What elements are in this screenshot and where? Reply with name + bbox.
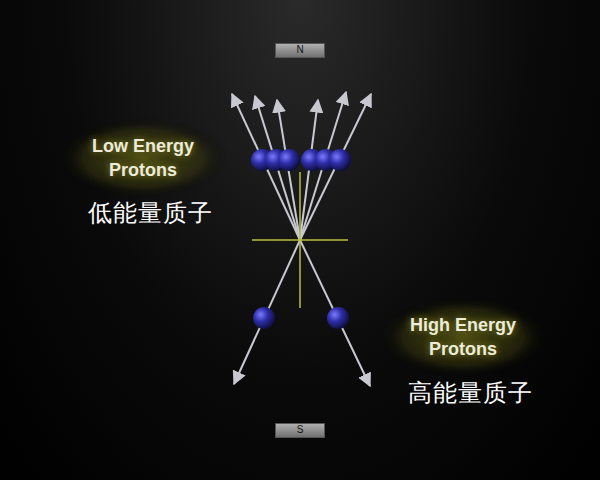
label-glow xyxy=(378,297,548,377)
axes xyxy=(252,172,348,308)
pole-marker: S xyxy=(275,423,325,438)
pole-letter: N xyxy=(296,45,303,55)
chinese-label: 低能量质子 xyxy=(88,197,213,229)
label-glow xyxy=(58,118,228,198)
energy-label: Low Energy Protons xyxy=(73,134,213,183)
spin-vectors xyxy=(232,92,371,386)
pole-letter: S xyxy=(297,425,304,435)
protons xyxy=(251,149,351,329)
pole-marker: N xyxy=(275,43,325,58)
energy-label: High Energy Protons xyxy=(393,313,533,362)
chinese-label: 高能量质子 xyxy=(408,377,533,409)
